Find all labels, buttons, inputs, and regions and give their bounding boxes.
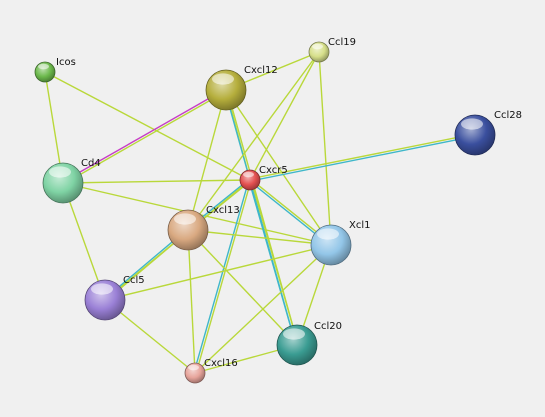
node-icos-label: Icos: [56, 57, 76, 68]
edge-ccl19-xcl1: [318, 51, 332, 246]
node-cxcl13-label: Cxcl13: [206, 205, 240, 216]
node-cxcl12-highlight: [212, 73, 234, 85]
node-cd4[interactable]: Cd4: [42, 158, 101, 204]
node-ccl28[interactable]: Ccl28: [454, 110, 522, 156]
node-cxcr5-highlight: [243, 171, 254, 178]
node-cxcl12-label: Cxcl12: [244, 65, 278, 76]
edge-cd4-cxcl12: [63, 90, 227, 185]
node-cxcr5-label: Cxcr5: [259, 165, 288, 176]
node-cxcl16-label: Cxcl16: [204, 358, 238, 369]
node-ccl5[interactable]: Ccl5: [84, 275, 145, 321]
edges-layer: [44, 51, 476, 374]
node-cxcl13-highlight: [174, 213, 196, 225]
edge-cxcl13-cxcl16: [187, 229, 196, 374]
node-cd4-label: Cd4: [81, 158, 101, 169]
node-cxcr5[interactable]: Cxcr5: [239, 165, 288, 191]
node-ccl19[interactable]: Ccl19: [308, 37, 356, 63]
edge-cxcr5-cxcl16: [193, 179, 250, 373]
node-ccl5-highlight: [91, 283, 113, 295]
edge-cd4-cxcl12: [62, 88, 226, 183]
node-ccl20-label: Ccl20: [314, 321, 342, 332]
edge-cxcr5-ccl28: [249, 133, 475, 180]
node-xcl1[interactable]: Xcl1: [310, 220, 371, 266]
edge-cxcr5-ccl28: [250, 135, 476, 182]
edge-icos-cxcr5: [44, 71, 251, 181]
node-icos-highlight: [38, 63, 49, 70]
node-ccl20-highlight: [283, 328, 305, 340]
node-cxcl12[interactable]: Cxcl12: [205, 65, 278, 111]
node-ccl19-highlight: [312, 43, 323, 50]
edge-cd4-cxcr5: [62, 179, 251, 184]
edge-cxcl13-xcl1: [187, 229, 332, 246]
edge-cxcr5-ccl20: [250, 179, 299, 345]
edge-cxcr5-ccl20: [248, 180, 297, 346]
node-xcl1-label: Xcl1: [349, 220, 371, 231]
node-cxcl13[interactable]: Cxcl13: [167, 205, 240, 251]
edge-cxcl12-xcl1: [225, 89, 332, 246]
edge-xcl1-ccl5: [104, 244, 332, 301]
node-ccl28-label: Ccl28: [494, 110, 522, 121]
node-icos[interactable]: Icos: [34, 57, 76, 83]
node-xcl1-highlight: [317, 228, 339, 240]
edge-cxcl13-ccl20: [187, 229, 298, 346]
edge-cd4-ccl5: [62, 182, 106, 301]
edge-ccl19-cxcr5: [249, 51, 320, 181]
node-ccl28-highlight: [461, 118, 483, 130]
edge-cxcr5-cxcl16: [195, 180, 252, 374]
edge-xcl1-cxcl16: [194, 244, 332, 374]
edge-cxcl12-cxcl13: [187, 89, 227, 231]
node-ccl5-label: Ccl5: [123, 275, 145, 286]
node-cxcl16[interactable]: Cxcl16: [184, 358, 238, 384]
node-ccl20[interactable]: Ccl20: [276, 321, 342, 366]
node-ccl19-label: Ccl19: [328, 37, 356, 48]
node-cd4-highlight: [49, 166, 71, 178]
node-cxcl16-highlight: [188, 364, 199, 371]
edge-ccl19-cxcl13: [187, 51, 320, 231]
